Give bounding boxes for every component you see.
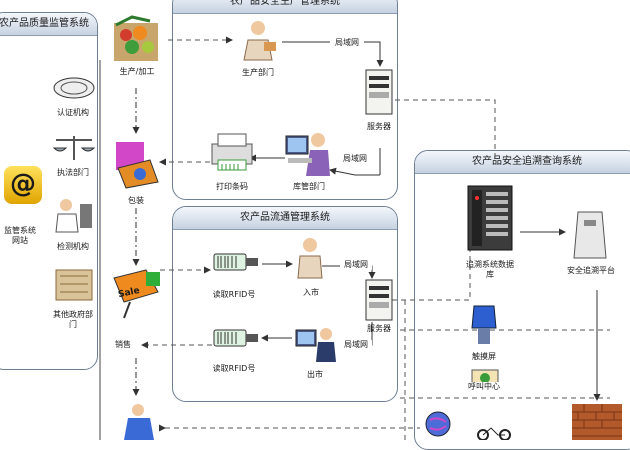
- label-production-dept: 生产部门: [242, 68, 274, 77]
- label-print-barcode: 打印条码: [216, 182, 248, 191]
- arrow-entry-to-server2: [322, 265, 376, 279]
- label-law-dept: 执法部门: [57, 168, 89, 177]
- panel-circulation-title: 农产品流通管理系统: [173, 207, 397, 230]
- panel-circulation: 农产品流通管理系统: [172, 206, 398, 402]
- label-lan-4: 局域网: [340, 340, 372, 350]
- rfid-scanner-icon: [213, 253, 258, 271]
- consumer-icon: [124, 404, 154, 440]
- label-produce-process: 生产/加工: [119, 67, 155, 76]
- label-gov-site: 监管系统网站: [4, 226, 36, 245]
- label-lan-1: 局域网: [330, 38, 364, 48]
- sale-tag-icon: [113, 269, 160, 319]
- label-packaging: 包装: [128, 196, 144, 205]
- dash-server1-to-trace: [395, 99, 496, 160]
- arrow-warehouse-lan: [329, 167, 380, 176]
- computer-operator-icon: [285, 133, 330, 176]
- dash-server2-to-trace: [392, 250, 471, 301]
- printer-icon: [211, 133, 253, 171]
- label-test-org: 检测机构: [57, 242, 89, 251]
- label-touch-screen: 触摸屏: [472, 352, 496, 361]
- label-sales: 销售: [115, 340, 131, 349]
- label-read-rfid-2: 读取RFID号: [212, 364, 256, 373]
- label-enter-market: 入市: [303, 288, 319, 297]
- label-warehouse-dept: 库管部门: [293, 182, 325, 191]
- market-entry-person-icon: [297, 238, 323, 279]
- at-sign-icon: @: [4, 166, 42, 204]
- label-lan-2: 局域网: [338, 154, 372, 164]
- kiosk-icon: [471, 305, 497, 344]
- scale-icon: [52, 136, 96, 160]
- database-rack-icon: [467, 185, 513, 251]
- rfid-scanner-2-icon: [213, 329, 258, 347]
- label-safety-platform: 安全追溯平台: [567, 266, 615, 275]
- bicycle-icon: [477, 427, 511, 440]
- produce-basket-icon: [114, 15, 158, 61]
- platform-server-icon: [573, 211, 607, 259]
- globe-icon: [425, 411, 451, 437]
- panel-production-title: 农产品安全生产管理系统: [173, 0, 397, 14]
- government-building-icon: [55, 269, 93, 301]
- label-exit-market: 出市: [307, 370, 323, 379]
- label-read-rfid-1: 读取RFID号: [212, 290, 256, 299]
- arrow-dept-to-server: [282, 41, 384, 67]
- label-call-center: 呼叫中心: [462, 382, 506, 392]
- label-trace-db: 追溯系统数据库: [466, 260, 514, 279]
- label-cert-org: 认证机构: [57, 108, 89, 117]
- market-exit-operator-icon: [295, 328, 336, 362]
- flow-arrows-layer: [132, 36, 610, 440]
- server-2-icon: [365, 279, 393, 321]
- lab-tester-icon: [55, 199, 92, 233]
- label-lan-3: 局域网: [340, 260, 372, 270]
- packaging-icon: [116, 142, 159, 189]
- certificate-icon: [53, 77, 95, 99]
- label-server-2: 服务器: [367, 324, 391, 333]
- brick-building-icon: [572, 404, 622, 440]
- worker-icon: [243, 21, 276, 61]
- server-icon: [365, 69, 393, 115]
- panel-quality-title: 农产品质量监管系统: [0, 13, 97, 36]
- panel-trace-title: 农产品安全追溯查询系统: [415, 151, 630, 174]
- label-server-1: 服务器: [367, 122, 391, 131]
- label-other-gov: 其他政府部门: [53, 310, 93, 329]
